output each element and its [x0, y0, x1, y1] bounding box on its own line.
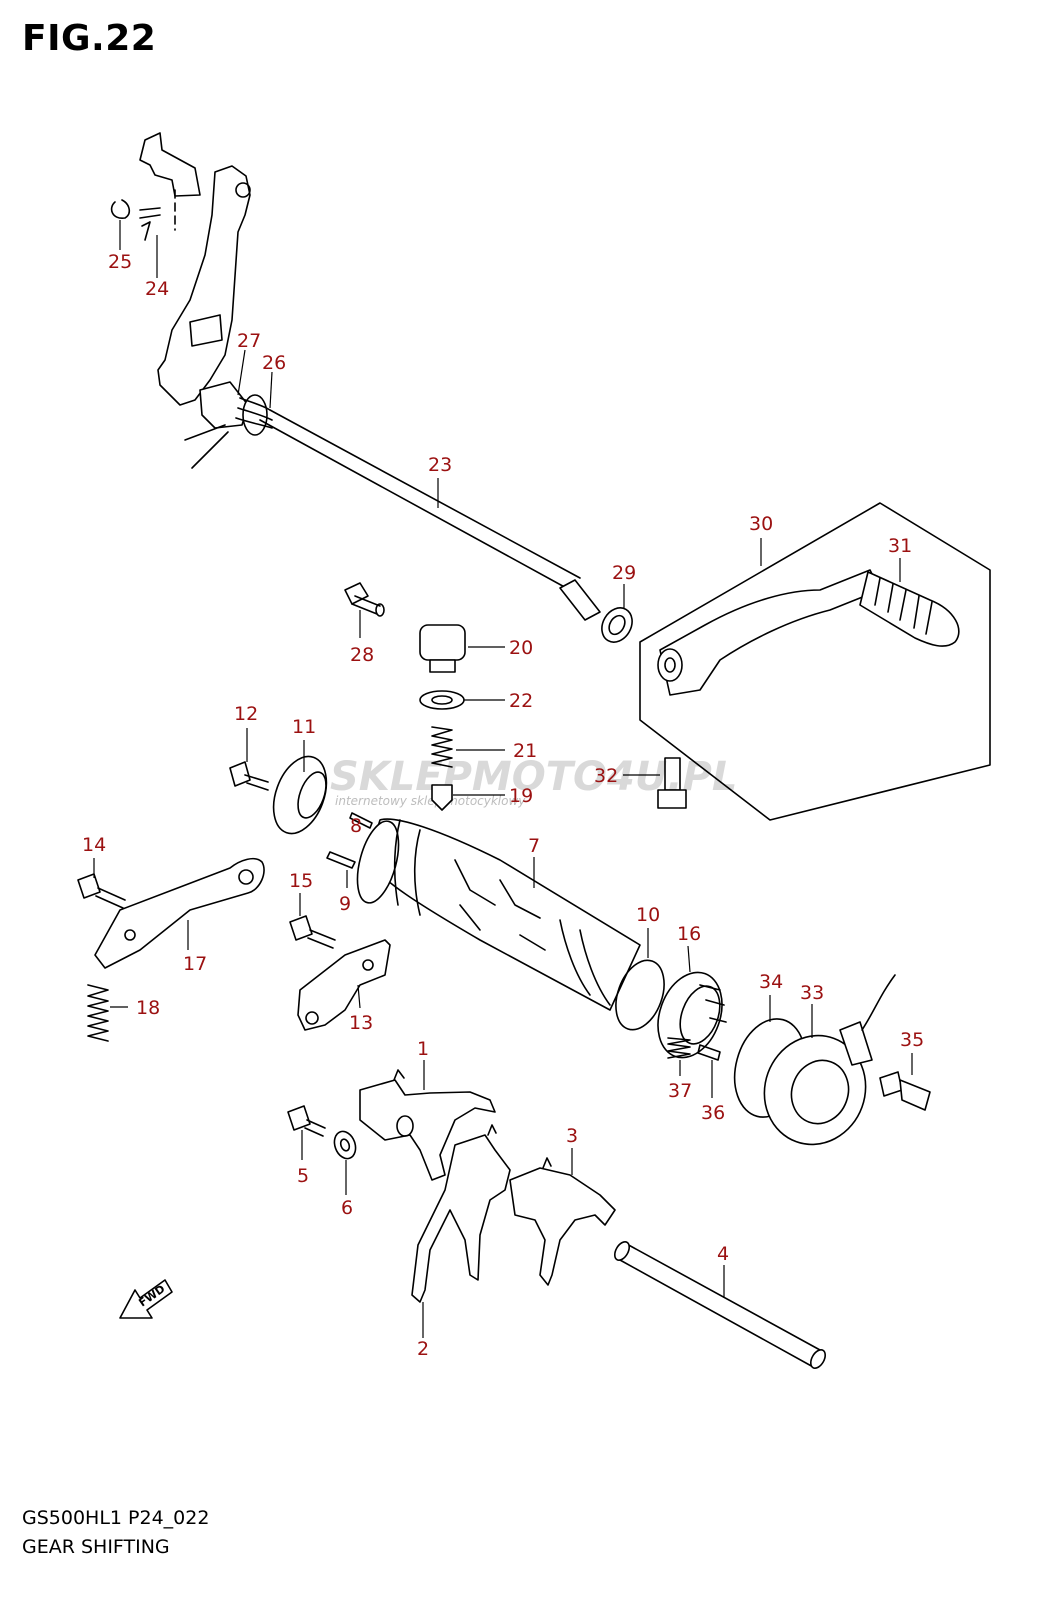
part-label-32: 32 — [594, 765, 618, 787]
circlip-25 — [110, 199, 131, 219]
part-label-5: 5 — [297, 1165, 309, 1187]
cam-stopper-plate-17 — [94, 857, 265, 969]
part-label-2: 2 — [417, 1338, 429, 1360]
bolt-15 — [289, 915, 336, 949]
part-label-1: 1 — [417, 1038, 429, 1060]
bearing-10 — [615, 959, 665, 1031]
pin-36 — [697, 1044, 721, 1061]
part-label-30: 30 — [749, 513, 773, 535]
part-label-9: 9 — [339, 893, 351, 915]
oil-seal-29 — [601, 607, 633, 643]
part-label-4: 4 — [717, 1243, 729, 1265]
gearshift-cam-stopper-11 — [272, 755, 328, 835]
part-label-12: 12 — [234, 703, 258, 725]
part-label-25: 25 — [108, 251, 132, 273]
part-label-10: 10 — [636, 904, 660, 926]
washer-6 — [333, 1130, 357, 1160]
part-label-23: 23 — [428, 454, 452, 476]
gearshift-arm — [139, 132, 273, 469]
watermark-tagline: internetowy sklep motocyklowy — [335, 794, 526, 808]
bolt-5 — [287, 1105, 326, 1137]
bolt-32 — [657, 757, 687, 809]
part-label-15: 15 — [289, 870, 313, 892]
bolt-28 — [344, 582, 385, 617]
bolt-12 — [229, 761, 269, 791]
shift-fork-3 — [509, 1157, 616, 1286]
shift-fork-shaft-4 — [613, 1241, 827, 1369]
gearshift-cam-7 — [356, 818, 641, 1011]
figure-name: GEAR SHIFTING — [22, 1536, 170, 1558]
pin-9 — [326, 851, 356, 869]
part-label-34: 34 — [759, 971, 783, 993]
bearing-16 — [657, 971, 727, 1059]
part-label-35: 35 — [900, 1029, 924, 1051]
model-code: GS500HL1 P24_022 — [22, 1507, 210, 1529]
part-label-17: 17 — [183, 953, 207, 975]
part-label-36: 36 — [701, 1102, 725, 1124]
gearshift-lever-assy-30 — [639, 502, 991, 821]
gearshift-shaft-23 — [259, 409, 601, 621]
part-label-22: 22 — [509, 690, 533, 712]
part-label-29: 29 — [612, 562, 636, 584]
part-label-6: 6 — [341, 1197, 353, 1219]
spring-18 — [87, 984, 109, 1042]
pin-8 — [349, 812, 373, 829]
part-label-31: 31 — [888, 535, 912, 557]
part-labels: 25 24 27 26 23 29 28 20 22 21 19 12 11 3… — [82, 251, 924, 1360]
part-label-26: 26 — [262, 352, 286, 374]
part-label-14: 14 — [82, 834, 106, 856]
part-label-27: 27 — [237, 330, 261, 352]
part-label-28: 28 — [350, 644, 374, 666]
rubber-grip-31 — [859, 571, 960, 647]
gear-position-switch-33 — [763, 974, 896, 1146]
part-label-16: 16 — [677, 923, 701, 945]
part-label-21: 21 — [513, 740, 537, 762]
figure-title: FIG.22 — [22, 18, 157, 59]
part-label-20: 20 — [509, 637, 533, 659]
leader-lines — [93, 220, 913, 1338]
plunger-19 — [431, 784, 453, 811]
part-label-33: 33 — [800, 982, 824, 1004]
bolt-14 — [77, 873, 126, 909]
spring-37 — [667, 1037, 691, 1059]
plug-20 — [419, 624, 466, 673]
washer-22 — [419, 690, 465, 710]
fwd-arrow-icon — [119, 1279, 173, 1319]
part-label-11: 11 — [292, 716, 316, 738]
part-label-24: 24 — [145, 278, 169, 300]
part-label-7: 7 — [528, 835, 540, 857]
part-label-3: 3 — [566, 1125, 578, 1147]
part-label-18: 18 — [136, 997, 160, 1019]
part-label-37: 37 — [668, 1080, 692, 1102]
spring-21 — [431, 726, 453, 768]
part-label-8: 8 — [350, 815, 362, 837]
spring-pin-24 — [139, 207, 161, 241]
part-label-13: 13 — [349, 1012, 373, 1034]
part-label-19: 19 — [509, 785, 533, 807]
cam-guide-plate-13 — [297, 939, 391, 1031]
shift-fork-1 — [359, 1069, 496, 1181]
shift-fork-2 — [411, 1124, 511, 1303]
bolt-35 — [879, 1071, 931, 1111]
